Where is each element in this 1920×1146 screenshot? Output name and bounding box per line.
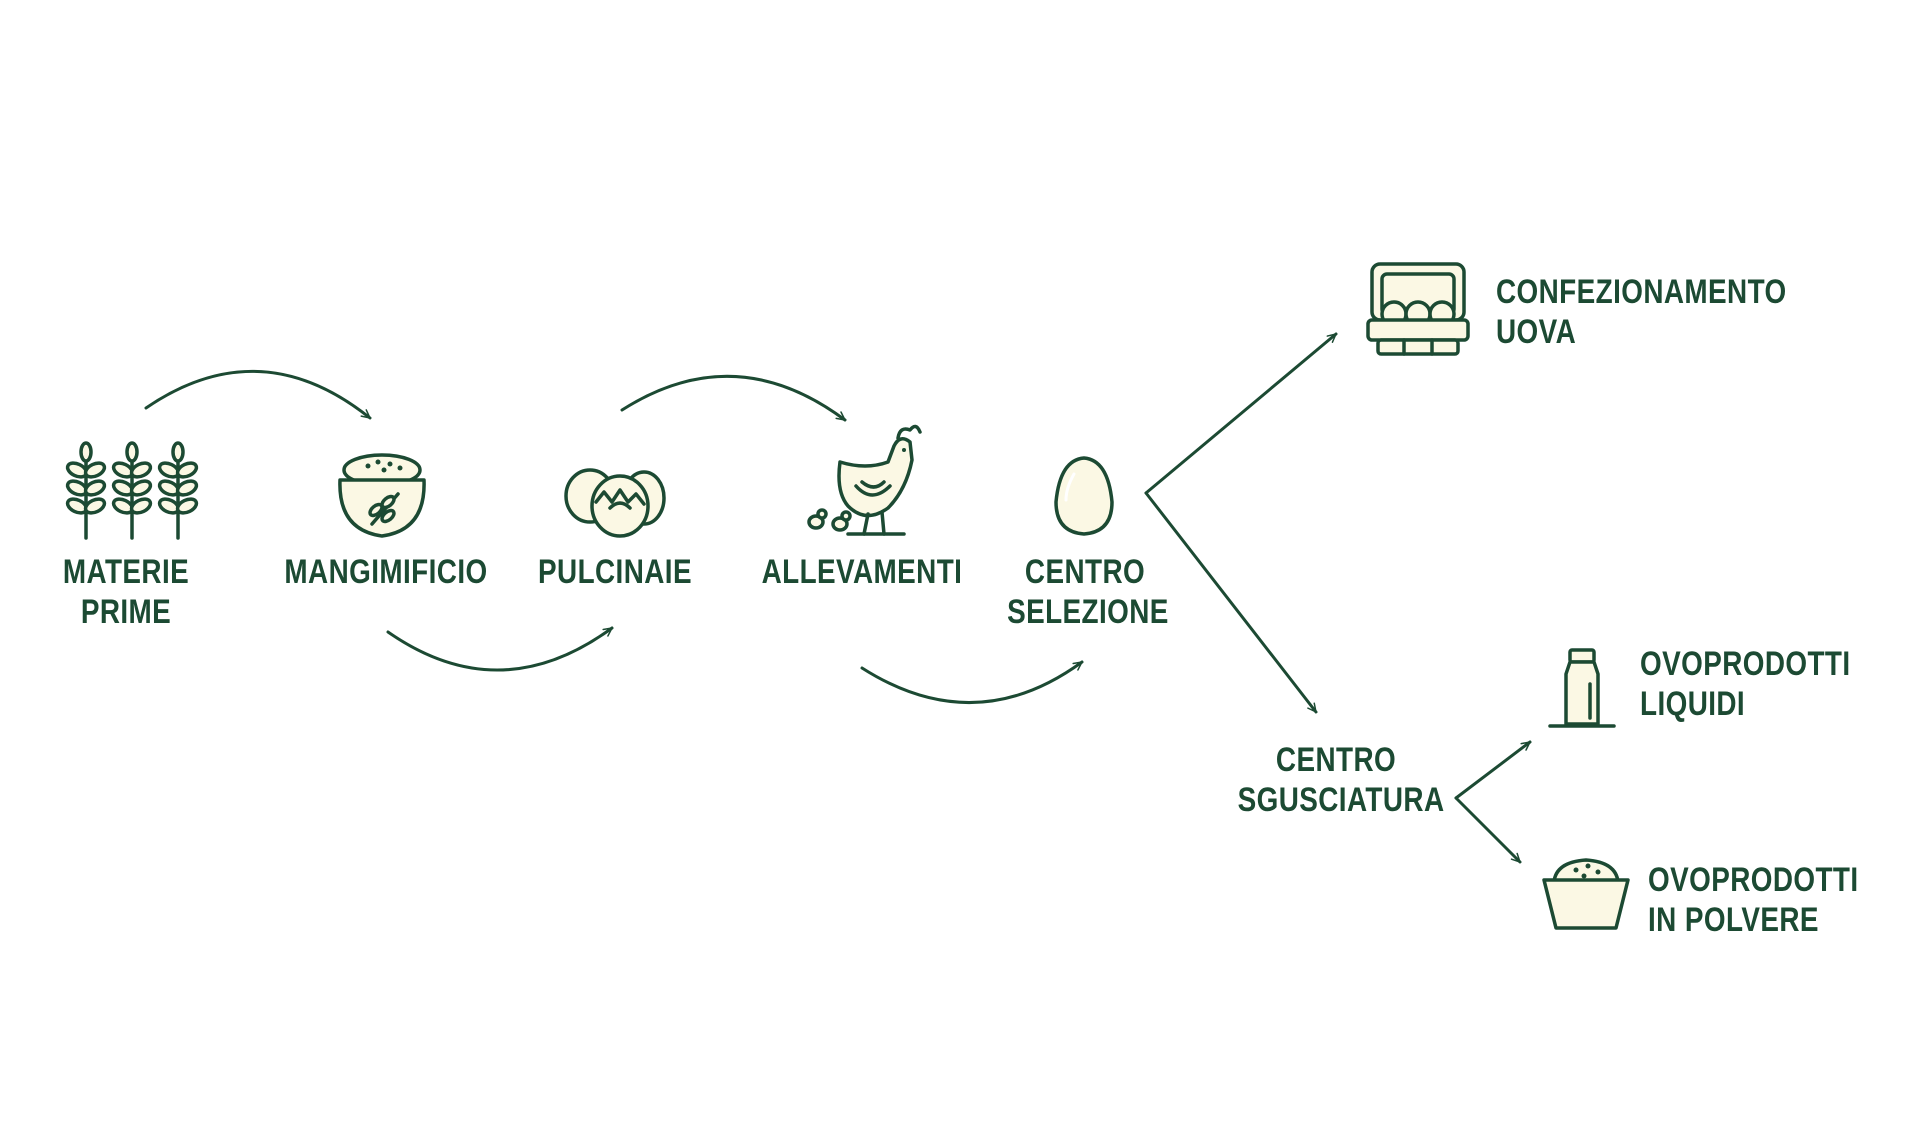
label-line: OVOPRODOTTI	[1648, 861, 1859, 899]
arrow-mangimificio-to-pulcinaie	[386, 626, 614, 672]
label-line: SELEZIONE	[1007, 593, 1169, 631]
label-allevamenti: ALLEVAMENTI	[761, 552, 963, 592]
label-line: PRIME	[80, 593, 172, 631]
label-line: IN POLVERE	[1648, 901, 1819, 939]
label-ovoprodotti-polvere: OVOPRODOTTI IN POLVERE	[1648, 860, 1859, 940]
hatching-eggs-icon	[564, 468, 666, 538]
wheat-icon	[65, 441, 199, 540]
powder-bowl-icon	[1542, 858, 1630, 930]
arrow-selezione-to-confezionamento	[1144, 332, 1338, 495]
label-line: LIQUIDI	[1640, 685, 1746, 723]
arrow-allevamenti-to-selezione	[860, 660, 1084, 704]
label-line: PULCINAIE	[538, 553, 692, 591]
label-line: CENTRO	[1024, 553, 1146, 591]
arrow-sgusciatura-to-polvere	[1454, 796, 1522, 864]
arrow-sgusciatura-to-liquidi	[1454, 740, 1532, 800]
label-line: OVOPRODOTTI	[1640, 645, 1851, 683]
label-line: MANGIMIFICIO	[284, 553, 488, 591]
bottle-icon	[1548, 648, 1616, 728]
label-line: SGUSCIATURA	[1237, 781, 1445, 819]
label-centro-sgusciatura: CENTRO SGUSCIATURA	[1237, 740, 1445, 820]
label-line: CENTRO	[1275, 741, 1397, 779]
label-pulcinaie: PULCINAIE	[529, 552, 701, 592]
label-confezionamento-uova: CONFEZIONAMENTO UOVA	[1496, 272, 1787, 352]
feed-bowl-icon	[338, 453, 426, 538]
label-line: MATERIE	[62, 553, 190, 591]
egg-icon	[1054, 456, 1114, 536]
arrow-pulcinaie-to-allevamenti	[620, 374, 847, 422]
arrow-selezione-to-sgusciatura	[1144, 491, 1318, 714]
label-ovoprodotti-liquidi: OVOPRODOTTI LIQUIDI	[1640, 644, 1851, 724]
egg-carton-icon	[1366, 262, 1470, 356]
label-line: CONFEZIONAMENTO	[1496, 273, 1787, 311]
label-line: UOVA	[1496, 313, 1577, 351]
arrow-materie-to-mangimificio	[144, 369, 372, 420]
label-materie-prime: MATERIE PRIME	[60, 552, 191, 632]
label-centro-selezione: CENTRO SELEZIONE	[1007, 552, 1169, 632]
hen-chicks-icon	[807, 424, 922, 536]
label-line: ALLEVAMENTI	[761, 553, 963, 591]
label-mangimificio: MANGIMIFICIO	[279, 552, 492, 592]
